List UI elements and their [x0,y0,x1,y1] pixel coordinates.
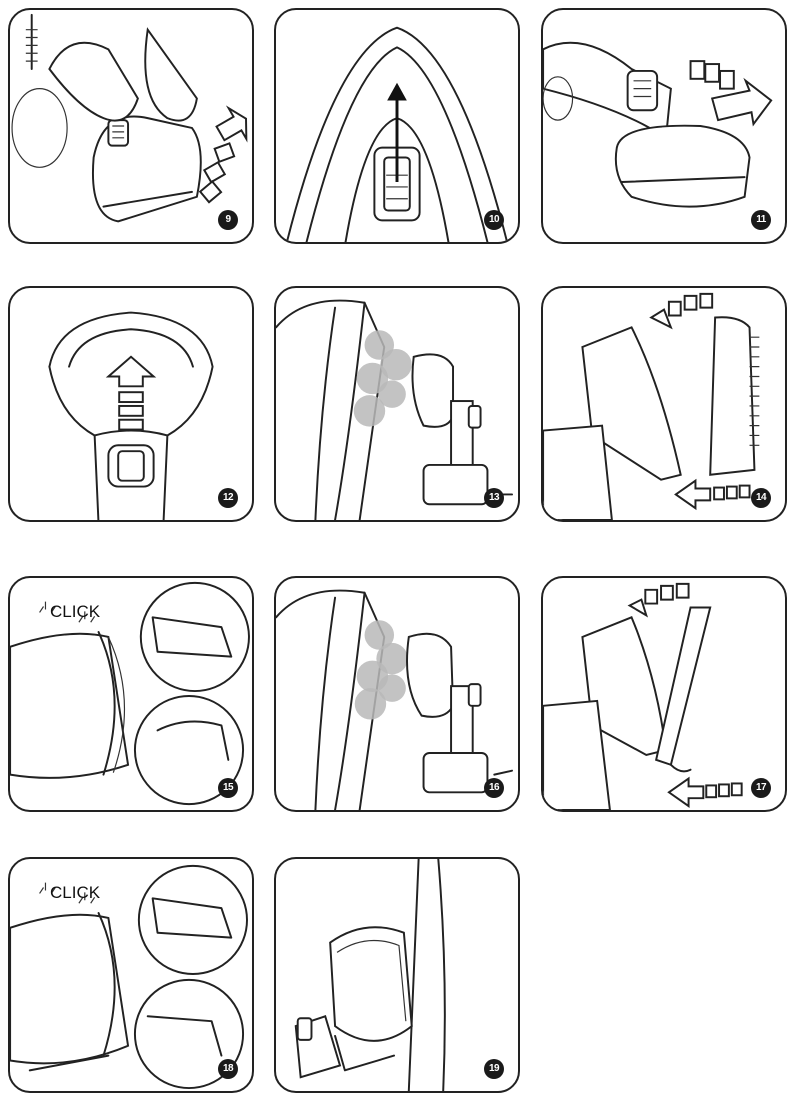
step-10-illustration [285,26,509,242]
step-number-badge: 17 [751,778,771,798]
step-16-panel: 16 [274,576,520,812]
step-17-illustration [543,582,743,810]
step-14-panel: 14 [541,286,787,522]
click-label: CLICK [50,602,101,621]
step-number-badge: 16 [484,778,504,798]
step-number-badge: 12 [218,488,238,508]
step-11-illustration [543,41,773,208]
step-19-panel: 19 [274,857,520,1093]
step-15-illustration [10,581,250,806]
step-number-badge: 15 [218,778,238,798]
step-13-illustration [276,299,513,520]
step-number-badge: 13 [484,488,504,508]
step-number-badge: 9 [218,210,238,230]
step-14-illustration [543,292,760,520]
click-label: CLICK [50,883,101,902]
step-number-badge: 14 [751,488,771,508]
step-19-illustration [294,859,446,1091]
step-15-panel: CLICK 15 [8,576,254,812]
step-11-panel: 11 [541,8,787,244]
step-18-illustration [10,864,248,1090]
step-number-badge: 19 [484,1059,504,1079]
step-17-panel: 17 [541,576,787,812]
step-9-illustration [11,13,248,223]
step-13-panel: 13 [274,286,520,522]
step-9-panel: 9 [8,8,254,244]
step-number-badge: 18 [218,1059,238,1079]
step-number-badge: 11 [751,210,771,230]
step-16-illustration [276,589,513,810]
step-18-panel: CLICK 18 [8,857,254,1093]
step-12-illustration [48,311,214,520]
step-number-badge: 10 [484,210,504,230]
step-12-panel: 12 [8,286,254,522]
step-10-panel: 10 [274,8,520,244]
